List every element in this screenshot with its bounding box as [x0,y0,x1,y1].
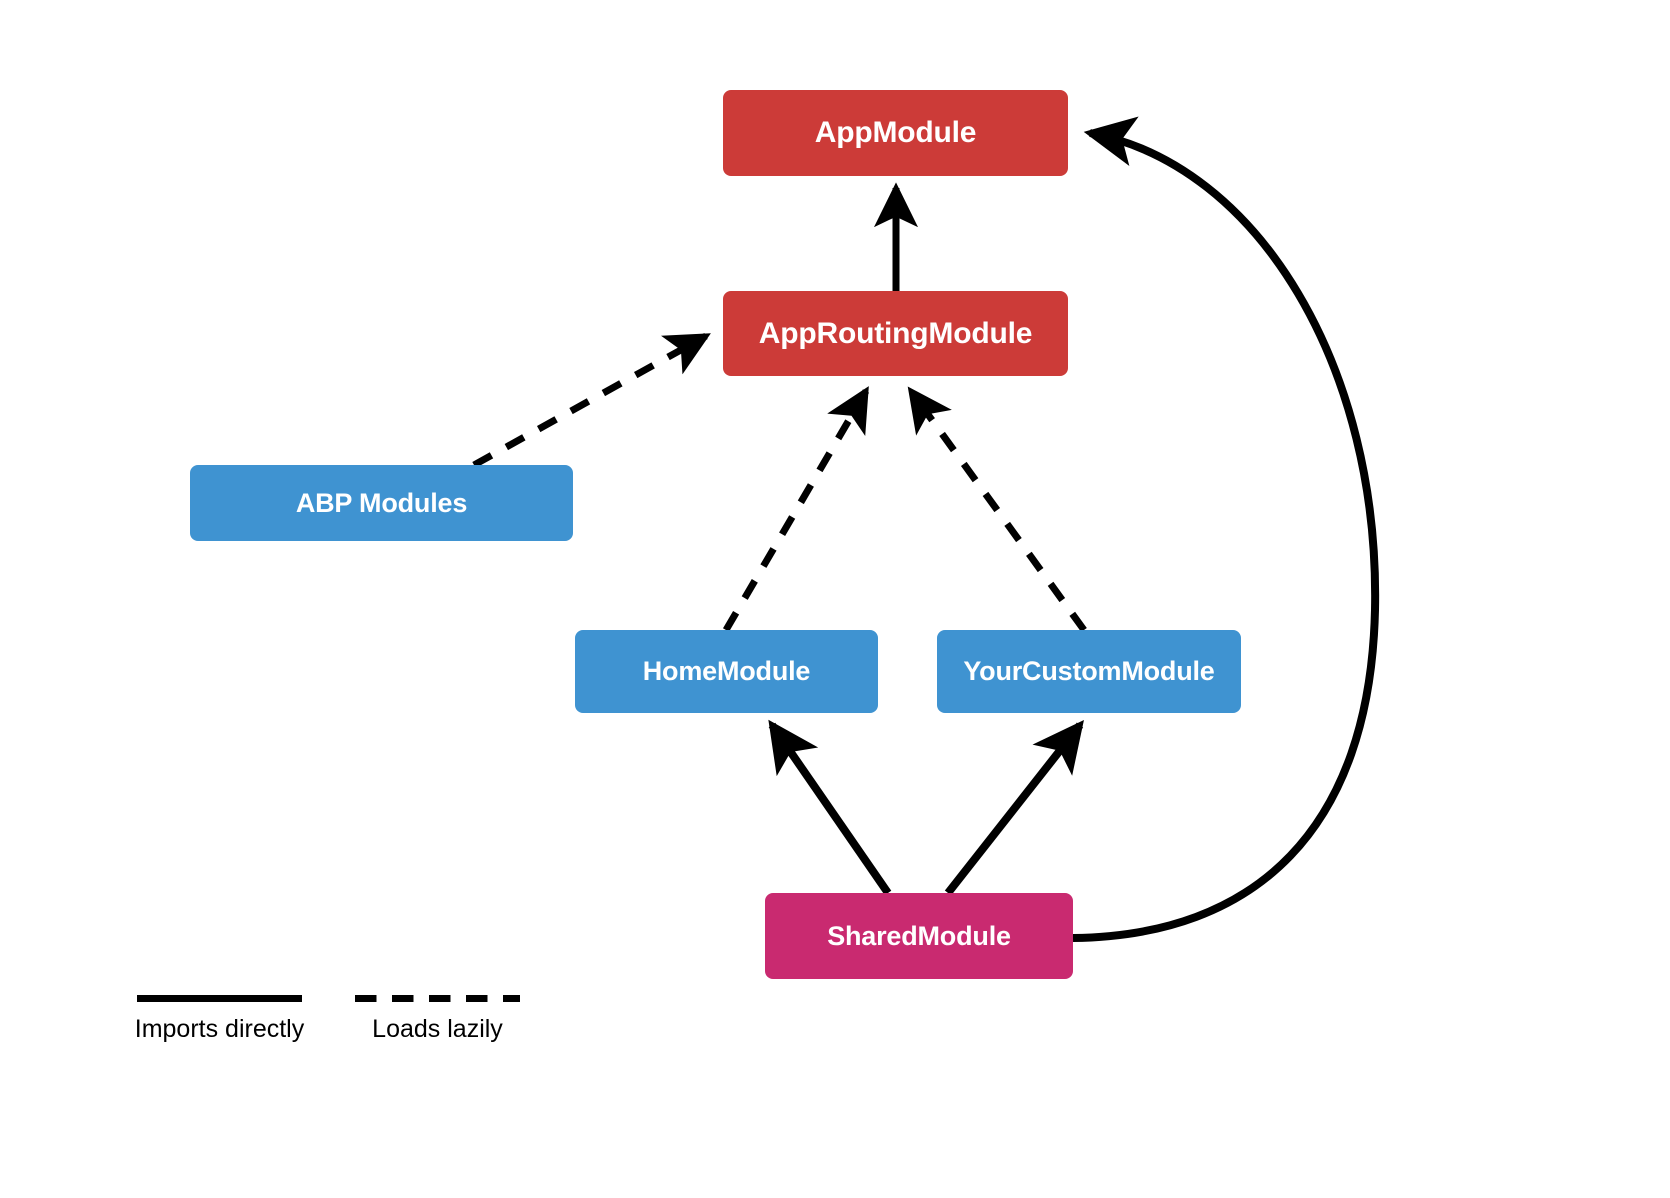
node-your-custom-module-label: YourCustomModule [963,656,1215,686]
legend: Imports directly Loads lazily [132,995,552,1065]
legend-entry-imports-directly: Imports directly [132,995,307,1044]
legend-loads-lazily-label: Loads lazily [372,1015,503,1043]
legend-dashed-line-swatch [355,995,520,1002]
legend-entry-loads-lazily: Loads lazily [350,995,525,1044]
node-home-module[interactable]: HomeModule [575,630,878,713]
node-shared-module[interactable]: SharedModule [765,893,1073,979]
edge-custom-to-approuting [907,386,1087,633]
node-shared-module-label: SharedModule [827,920,1011,951]
node-app-module-label: AppModule [814,116,977,149]
legend-solid-line-swatch [137,995,302,1002]
edge-home-to-approuting [722,386,870,632]
edge-abp-to-approuting [472,332,711,469]
edge-shared-to-home [768,719,892,896]
node-your-custom-module[interactable]: YourCustomModule [937,630,1241,713]
node-app-routing-module[interactable]: AppRoutingModule [723,291,1068,376]
node-abp-modules-label: ABP Modules [295,487,468,518]
node-abp-modules[interactable]: ABP Modules [190,465,573,541]
edge-shared-to-custom [944,719,1084,896]
node-app-module[interactable]: AppModule [723,90,1068,176]
edge-shared-to-appmodule [1072,116,1380,942]
node-app-routing-module-label: AppRoutingModule [758,316,1033,350]
node-home-module-label: HomeModule [642,656,811,686]
legend-imports-directly-label: Imports directly [134,1015,305,1043]
